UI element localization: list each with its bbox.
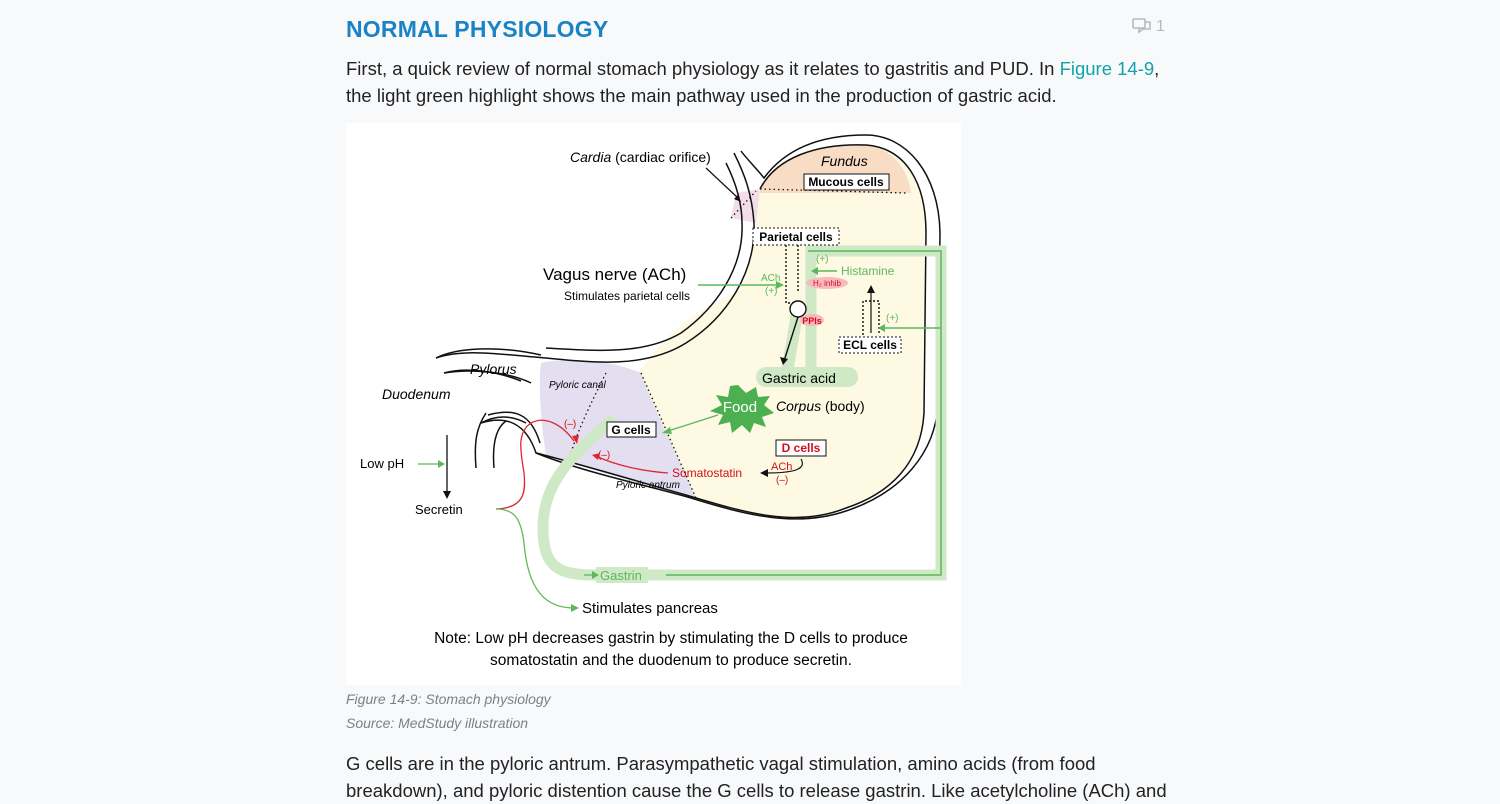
d-ach-arrow (765, 458, 803, 474)
mucous-cells-label: Mucous cells (808, 175, 884, 189)
acid-pathway (780, 306, 804, 380)
secretin-label: Secretin (415, 502, 463, 517)
gastric-acid-highlight (756, 367, 858, 387)
pyloric-antrum-label: Pyloric antrum (616, 480, 680, 491)
arrow-head-icon (867, 285, 875, 293)
section-heading: NORMAL PHYSIOLOGY (346, 16, 609, 42)
fundus-boundary (759, 188, 907, 194)
ecl-cells-box (838, 336, 902, 354)
ppis-badge (800, 314, 824, 326)
stomach-outline-inner (487, 144, 927, 519)
cardia-region (731, 189, 760, 223)
parietal-cells-box (752, 227, 840, 246)
h2-inhib-badge (806, 277, 848, 289)
plus-label: (+) (765, 286, 778, 297)
arrow-head-icon (443, 491, 451, 499)
histamine-plus-label: (+) (816, 254, 829, 265)
ecl-cells-label: ECL cells (843, 338, 897, 352)
stomach-diagram: Parietal cells Mucous cells Fundus Cardi… (360, 134, 947, 669)
arrow-head-icon (571, 604, 579, 612)
d-cells-label: D cells (782, 441, 821, 455)
comment-icon (1132, 18, 1152, 36)
stomach-physiology-figure: Parietal cells Mucous cells Fundus Cardi… (346, 123, 961, 685)
g-cells-box (606, 421, 657, 438)
arrow-head-icon (811, 267, 818, 275)
duodenum-label: Duodenum (382, 386, 451, 402)
intro-paragraph: First, a quick review of normal stomach … (346, 55, 1176, 109)
cardia-label-rest: (cardiac orifice) (611, 149, 711, 165)
note-line-2: somatostatin and the duodenum to produce… (490, 652, 852, 669)
arrow-head-icon (776, 281, 784, 289)
arrow-head-icon (878, 324, 885, 332)
secretin-minus-label: (–) (564, 419, 576, 430)
parietal-cell-shape (785, 245, 799, 304)
stimulates-pancreas-label: Stimulates pancreas (582, 600, 718, 617)
arrow-head-icon (592, 571, 599, 579)
ecl-plus-label: (+) (886, 313, 899, 324)
gastric-acid-label: Gastric acid (762, 370, 836, 386)
arrow-head-icon (780, 357, 788, 365)
arrow-head-icon (438, 460, 445, 468)
d-cells-box (775, 439, 827, 457)
mucous-cells-box (803, 173, 890, 191)
vagus-sub-label: Stimulates parietal cells (564, 289, 690, 303)
body-paragraph: G cells are in the pyloric antrum. Paras… (346, 753, 1167, 801)
antrum-boundary (640, 372, 697, 499)
histamine-label: Histamine (841, 264, 895, 278)
vagus-label: Vagus nerve (ACh) (543, 265, 686, 284)
cardia-label-italic: Cardia (570, 149, 611, 165)
d-minus-label: (–) (776, 475, 788, 486)
arrow-head-icon (760, 469, 768, 477)
food-arrow (667, 414, 719, 432)
comment-button[interactable]: 1 (1132, 18, 1165, 36)
cardia-pointer (705, 167, 739, 199)
figure-source: Source: MedStudy illustration (346, 715, 529, 731)
intro-text-end: , the light green highlight shows the ma… (346, 58, 1160, 106)
arrow-head-icon (734, 195, 741, 202)
gastrin-pathway-line (666, 250, 942, 576)
pylorus-label: Pylorus (470, 361, 517, 377)
d-ach-label: ACh (771, 461, 792, 473)
somatostatin-minus-label: (–) (598, 450, 610, 461)
somatostatin-arrow (597, 456, 669, 474)
h2-inhib-label: H₂ inhib (813, 279, 842, 288)
gastrin-label: Gastrin (600, 568, 642, 583)
pyloric-canal-label: Pyloric canal (549, 380, 606, 391)
ach-label: ACh (761, 273, 780, 284)
comment-count: 1 (1156, 18, 1165, 35)
canal-boundary (567, 372, 607, 464)
cardia-label: Cardia (cardiac orifice) (570, 149, 711, 165)
corpus-label: Corpus (body) (776, 398, 865, 414)
gastrin-label-bg (596, 567, 648, 583)
note-line-1: Note: Low pH decreases gastrin by stimul… (434, 630, 908, 647)
proton-pump-icon (789, 300, 807, 318)
fundus-label: Fundus (821, 153, 868, 169)
food-label: Food (723, 399, 757, 416)
duodenum-outline (435, 348, 542, 469)
low-ph-label: Low pH (360, 456, 404, 471)
figure-link[interactable]: Figure 14-9 (1059, 58, 1155, 79)
pancreas-arrow (495, 508, 575, 609)
corpus-label-italic: Corpus (776, 398, 821, 414)
acid-arrow (783, 316, 799, 362)
intro-text-start: First, a quick review of normal stomach … (346, 58, 1060, 79)
secretin-inhibition (495, 419, 575, 510)
somatostatin-label: Somatostatin (672, 466, 742, 480)
cardia-boundary (730, 190, 757, 219)
corpus-label-rest: (body) (821, 398, 865, 414)
arrow-head-icon (592, 453, 600, 460)
figure-caption: Figure 14-9: Stomach physiology (346, 691, 551, 707)
arrow-head-icon (662, 427, 672, 434)
parietal-cells-label: Parietal cells (759, 230, 833, 244)
food-burst (710, 385, 774, 433)
arrow-head-icon (572, 435, 579, 444)
ppis-label: PPIs (802, 316, 822, 326)
g-cells-label: G cells (611, 423, 651, 437)
